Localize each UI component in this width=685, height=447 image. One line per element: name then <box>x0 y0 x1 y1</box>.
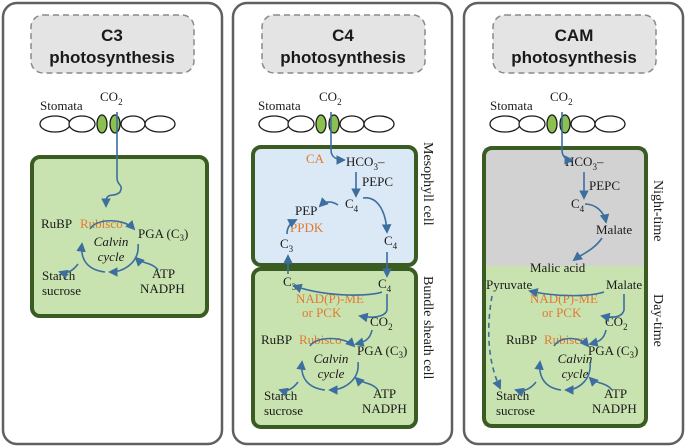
cam-guard-cell-left <box>546 114 558 134</box>
c3-title-line1: C3 <box>101 26 123 45</box>
c3-guard-cell-left <box>96 114 108 134</box>
c3-guard-cell-right <box>109 114 121 134</box>
c3-nadph-label: NADPH <box>140 281 185 296</box>
c4-ppdk-label: PPDK <box>290 220 324 235</box>
cam-cell-border <box>482 146 648 428</box>
c4-stomata-label: Stomata <box>258 98 301 113</box>
cam-title-line2: photosynthesis <box>511 48 637 67</box>
c3-sucrose-label: sucrose <box>42 283 81 298</box>
c4-mesophyll-arrows <box>286 112 392 235</box>
c4-c4-right-label: C4 <box>384 233 398 251</box>
cam-malic-acid-label: Malic acid <box>530 260 586 275</box>
c4-stomata-row <box>258 114 395 134</box>
c4-co2-label: CO2 <box>319 89 342 107</box>
cam-calvin-line1: Calvin <box>558 351 593 366</box>
cam-pyruvate-to-starch-arrow <box>487 295 502 390</box>
c3-pga-label: PGA (C3) <box>138 226 188 243</box>
cam-header-box <box>492 14 657 74</box>
c4-calvin-line1: Calvin <box>314 351 349 366</box>
c4-pepc-label: PEPC <box>362 174 393 189</box>
cam-or-pck-label: or PCK <box>542 305 582 320</box>
c4-rubp-label: RuBP <box>261 332 292 347</box>
c4-nadph-label: NADPH <box>362 401 407 416</box>
cam-title-line1: CAM <box>555 26 594 45</box>
c4-panel: C4 photosynthesis Stomata CO2 CA HCO3– P… <box>231 1 454 446</box>
c4-c4-top-label: C4 <box>345 196 359 214</box>
cam-night-region <box>484 148 646 266</box>
c4-panel-frame <box>231 1 454 446</box>
c3-co2-label: CO2 <box>100 89 123 107</box>
cam-c4-label: C4 <box>571 196 585 214</box>
cam-pepc-label: PEPC <box>589 178 620 193</box>
cam-day-region <box>484 266 646 426</box>
c4-c4-lower-label: C4 <box>378 276 392 294</box>
c3-cell <box>30 155 209 318</box>
c3-calvin-line2: cycle <box>98 249 125 264</box>
c4-ca-label: CA <box>306 151 325 166</box>
cam-malate-day-label: Malate <box>606 277 642 292</box>
cam-panel: CAM photosynthesis Stomata CO2 HCO3– PEP… <box>462 1 685 446</box>
cam-atp-label: ATP <box>604 386 627 401</box>
c3-stomata-row <box>39 114 176 134</box>
cam-arrows <box>514 112 625 397</box>
c4-calvin-line2: cycle <box>318 366 345 381</box>
c3-stomata-label: Stomata <box>40 98 83 113</box>
c3-panel: C3 photosynthesis Stomata CO2 RuBP Rubis… <box>1 1 224 446</box>
c4-pep-label: PEP <box>295 203 317 218</box>
cam-rubp-label: RuBP <box>506 332 537 347</box>
c3-title-line2: photosynthesis <box>49 48 175 67</box>
c3-header-box <box>30 14 195 74</box>
c4-bundle-sheath-arrows <box>278 252 392 397</box>
c4-header-box <box>261 14 426 74</box>
c3-calvin-line1: Calvin <box>94 234 129 249</box>
cam-stomata-label: Stomata <box>490 98 533 113</box>
c4-or-pck-label: or PCK <box>302 305 342 320</box>
c4-mesophyll-cell-label: Mesophyll cell <box>420 142 435 226</box>
c3-calvin-cycle-arrows <box>58 219 159 279</box>
cam-nadph-label: NADPH <box>592 401 637 416</box>
c4-c3-mid-label: C3 <box>280 236 294 254</box>
cam-cell <box>482 146 648 428</box>
c4-bundle-sheath-cell-label: Bundle sheath cell <box>420 276 435 380</box>
cam-sucrose-label: sucrose <box>496 403 535 418</box>
c3-panel-frame <box>1 1 224 446</box>
cam-malate-night-label: Malate <box>596 222 632 237</box>
c4-hco3-label: HCO3– <box>346 154 385 172</box>
c3-rubisco-label: Rubisco <box>80 216 123 231</box>
c4-atp-label: ATP <box>373 386 396 401</box>
cam-co2-label: CO2 <box>550 89 573 107</box>
cam-night-time-label: Night-time <box>650 180 665 241</box>
cam-calvin-line2: cycle <box>562 366 589 381</box>
cam-pyruvate-label: Pyruvate <box>486 277 532 292</box>
cam-day-time-label: Day-time <box>650 294 665 347</box>
cam-panel-frame <box>462 1 685 446</box>
c4-sucrose-label: sucrose <box>264 403 303 418</box>
c4-guard-cell-left <box>315 114 327 134</box>
c4-title-line1: C4 <box>332 26 354 45</box>
c4-mesophyll-cell <box>251 145 418 267</box>
cam-stomata-row <box>489 114 626 134</box>
c3-co2-path-arrow <box>101 112 123 208</box>
c4-title-line2: photosynthesis <box>280 48 406 67</box>
c3-rubp-label: RuBP <box>41 216 72 231</box>
c4-pga-label: PGA (C3) <box>357 343 407 360</box>
